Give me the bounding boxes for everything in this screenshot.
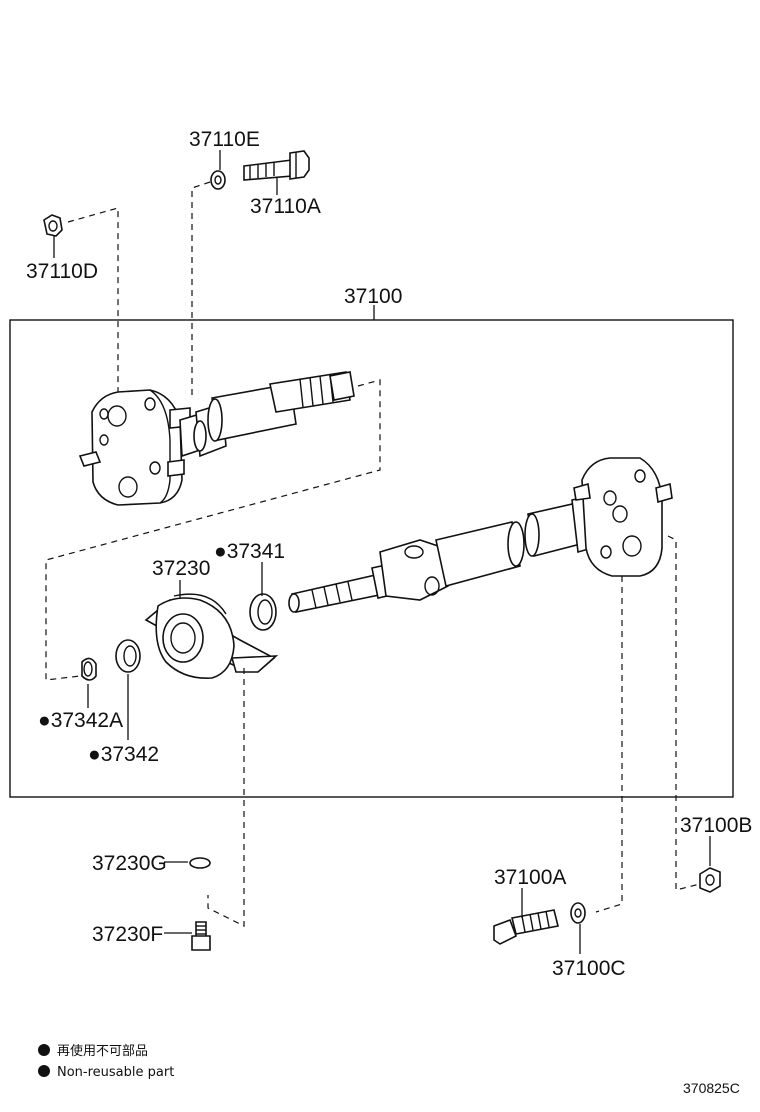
washer-37100C [570,902,586,924]
bolt-37110A [243,150,310,181]
label-37100A: 37100A [494,866,566,889]
bolt-37100A [493,909,559,945]
snap-ring-37342A [81,657,97,681]
legend: 再使用不可部品 Non-reusable part [38,1043,174,1080]
washer-37230G [189,857,211,869]
label-37100C: 37100C [552,957,626,980]
washer-37110E [210,170,226,190]
center-bearing-37230 [144,593,279,679]
label-37341: ●37341 [214,540,285,563]
bolt-37230F [191,921,211,951]
label-37110D: 37110D [26,260,98,283]
label-37342A: ●37342A [38,709,123,732]
rear-flexible-coupling [524,457,673,577]
dust-deflector-37341 [249,593,277,631]
front-shaft-tube [193,371,355,458]
label-37100: 37100 [344,285,402,308]
legend-bullet-jp [38,1044,50,1056]
label-37230G: 37230G [92,852,167,875]
legend-text-en: Non-reusable part [57,1065,174,1080]
reference-code: 370825C [683,1080,740,1096]
label-37110E: 37110E [189,128,260,151]
nut-37110D [43,214,63,237]
front-flexible-coupling [78,389,201,506]
nut-37100B [699,867,721,893]
legend-text-jp: 再使用不可部品 [57,1043,148,1059]
label-37230F: 37230F [92,923,163,946]
assembly-boundary-box [9,319,734,798]
washer-37342 [115,639,141,673]
label-37100B: 37100B [680,814,752,837]
rear-shaft-assembly [288,521,525,613]
label-37230: 37230 [152,557,210,580]
legend-bullet-en [38,1065,50,1077]
label-37110A: 37110A [250,195,321,218]
label-37342: ●37342 [88,743,159,766]
